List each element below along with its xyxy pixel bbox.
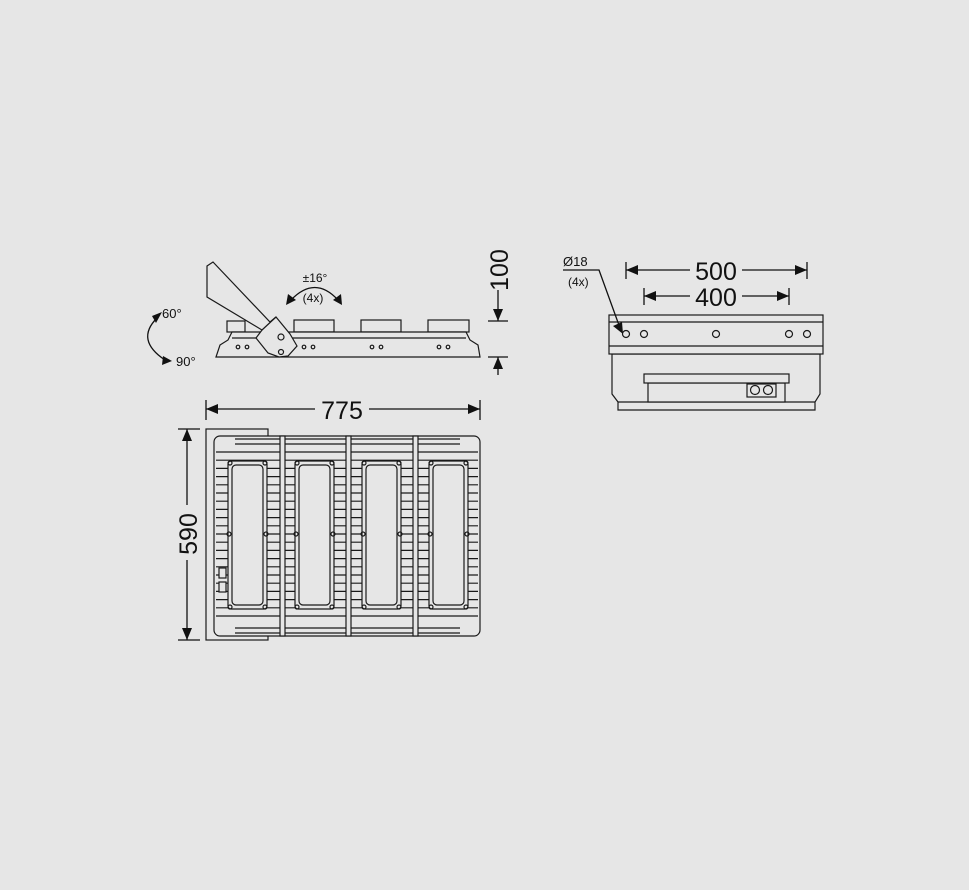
bracket-inner-dimension: 400	[643, 284, 790, 312]
mounting-holes-side	[235, 344, 451, 350]
bracket-angle-max: 90°	[176, 354, 196, 369]
tilt-range-label: ±16°	[303, 271, 328, 285]
support-bar	[345, 435, 352, 637]
tilt-angle-annotation: ±16° (4x)	[286, 271, 342, 305]
bracket-angle-min: 60°	[162, 306, 182, 321]
bracket-outer-dimension: 500	[625, 258, 808, 286]
depth-label: 590	[175, 513, 203, 555]
led-module	[427, 460, 470, 610]
bracket-inner-label: 400	[695, 284, 737, 312]
height-label: 100	[486, 249, 514, 291]
side-view	[206, 261, 481, 358]
bracket-holes	[621, 329, 812, 339]
width-dimension: 775	[205, 397, 481, 425]
width-label: 775	[321, 397, 363, 425]
support-bar	[412, 435, 419, 637]
front-view	[608, 314, 824, 411]
led-module	[360, 460, 403, 610]
led-module	[293, 460, 336, 610]
depth-dimension: 590	[175, 428, 203, 641]
led-module	[226, 460, 269, 610]
height-dimension: 100	[486, 249, 514, 375]
junction-box	[746, 383, 777, 398]
hole-annotation: Ø18 (4x)	[563, 254, 623, 334]
bracket-outer-label: 500	[695, 258, 737, 286]
support-bar	[279, 435, 286, 637]
tilt-count-label: (4x)	[303, 291, 324, 305]
hole-count-label: (4x)	[568, 275, 589, 289]
top-view	[205, 428, 481, 641]
bracket-angle-annotation: 60° 90°	[147, 306, 196, 369]
hole-diameter-label: Ø18	[563, 254, 588, 269]
